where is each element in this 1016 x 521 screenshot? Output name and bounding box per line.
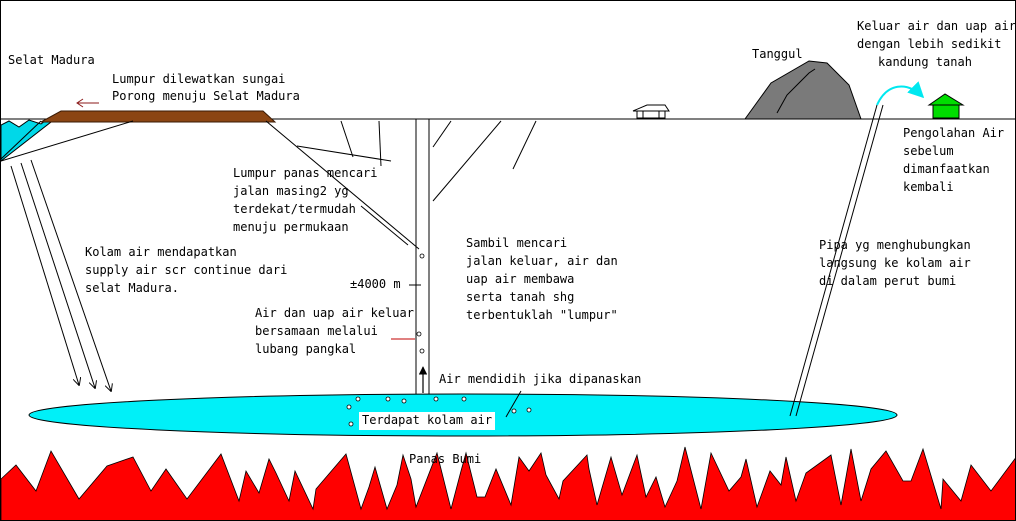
bubble	[433, 396, 439, 402]
label-tanggul: Tanggul	[752, 47, 803, 61]
label-terdapat-kolam: Terdapat kolam air	[359, 412, 496, 430]
crack-line	[432, 120, 502, 202]
label-lumpur-panas-line4: menuju permukaan	[233, 220, 349, 234]
sea-seep-line	[1, 120, 134, 162]
bubble	[401, 398, 407, 404]
crack-line	[265, 120, 420, 250]
label-pipa-line1: Pipa yg menghubungkan	[819, 238, 971, 252]
label-sambil-line4: serta tanah shg	[466, 290, 575, 304]
label-pengolahan-line4: kembali	[903, 180, 954, 194]
label-keluar-air-line2: dengan lebih sedikit	[857, 37, 1002, 51]
supply-arrow	[20, 162, 95, 388]
crack-line	[360, 205, 409, 246]
label-sambil-line5: terbentuklah "lumpur"	[466, 308, 618, 322]
crack-line	[432, 120, 452, 148]
bubble	[385, 396, 391, 402]
label-air-uap-line2: bersamaan melalui	[255, 324, 378, 338]
supply-arrow	[10, 165, 79, 385]
label-air-uap-line1: Air dan uap air keluar	[255, 306, 414, 320]
bubble	[461, 396, 467, 402]
boil-pointer-line	[505, 390, 522, 418]
label-pengolahan-line2: sebelum	[903, 144, 954, 158]
label-keluar-air-line1: Keluar air dan uap air -	[857, 19, 1016, 33]
label-sambil-line1: Sambil mencari	[466, 236, 568, 250]
sea-water	[1, 119, 53, 162]
bubble	[416, 331, 422, 337]
supply-arrow	[30, 159, 111, 391]
label-air-mendidih: Air mendidih jika dipanaskan	[439, 372, 642, 386]
sea-seep-line	[1, 120, 42, 160]
bubble	[346, 404, 352, 410]
bubble	[526, 407, 532, 413]
label-depth: ±4000 m	[350, 277, 401, 291]
label-kolam-supply-line2: supply air scr continue dari	[85, 263, 288, 277]
bubble	[511, 408, 517, 414]
treatment-house-icon	[927, 93, 965, 119]
label-sambil-line2: jalan keluar, air dan	[466, 254, 618, 268]
label-pengolahan-line3: dimanfaatkan	[903, 162, 990, 176]
bubble	[419, 253, 425, 259]
label-pipa-line2: langsung ke kolam air	[819, 256, 971, 270]
label-lumpur-panas-line2: jalan masing2 yg	[233, 184, 349, 198]
label-mud-channel-line2: Porong menuju Selat Madura	[112, 89, 300, 103]
label-air-uap-line3: lubang pangkal	[255, 342, 357, 356]
bubble	[348, 421, 354, 427]
crack-line	[296, 145, 392, 162]
label-selat-madura: Selat Madura	[8, 53, 95, 67]
steam-arrow	[876, 81, 925, 106]
label-sambil-line3: uap air membawa	[466, 272, 575, 286]
arrow-icon	[76, 98, 84, 108]
label-kolam-supply-line1: Kolam air mendapatkan	[85, 245, 237, 259]
geothermal-fire	[1, 446, 1015, 520]
label-kolam-supply-line3: selat Madura.	[85, 281, 179, 295]
label-lumpur-panas-line3: terdekat/termudah	[233, 202, 356, 216]
crack-line	[378, 120, 382, 167]
label-keluar-air-line3: kandung tanah	[878, 55, 972, 69]
label-mud-channel-line1: Lumpur dilewatkan sungai	[112, 72, 286, 86]
bubble	[355, 396, 361, 402]
connecting-pipe-b	[795, 104, 884, 417]
crack-line	[512, 120, 537, 170]
label-panas-bumi: Panas Bumi	[409, 452, 482, 466]
label-lumpur-panas-line1: Lumpur panas mencari	[233, 166, 378, 180]
label-pipa-line3: di dalam perut bumi	[819, 274, 957, 288]
mountain-icon	[744, 60, 862, 120]
house-icon	[632, 104, 670, 119]
bubble	[419, 348, 425, 354]
crack-line	[340, 120, 354, 158]
mud-channel	[40, 110, 277, 123]
connecting-pipe-a	[789, 104, 878, 417]
label-pengolahan-line1: Pengolahan Air	[903, 126, 1005, 140]
